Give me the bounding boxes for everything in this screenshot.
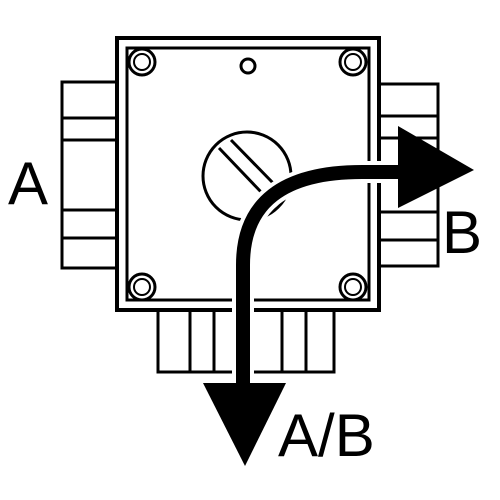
mounting-screw-holes [127,47,368,302]
flow-arrow-right-icon [398,126,474,208]
port-label-b: B [442,199,482,266]
left-port-flange [60,80,122,270]
flow-path [203,126,474,466]
slotted-knob-icon [201,130,293,222]
flow-arrow-down-icon [203,383,286,466]
port-label-ab: A/B [278,402,375,469]
indicator-hole [239,57,257,75]
port-label-a: A [8,150,48,217]
